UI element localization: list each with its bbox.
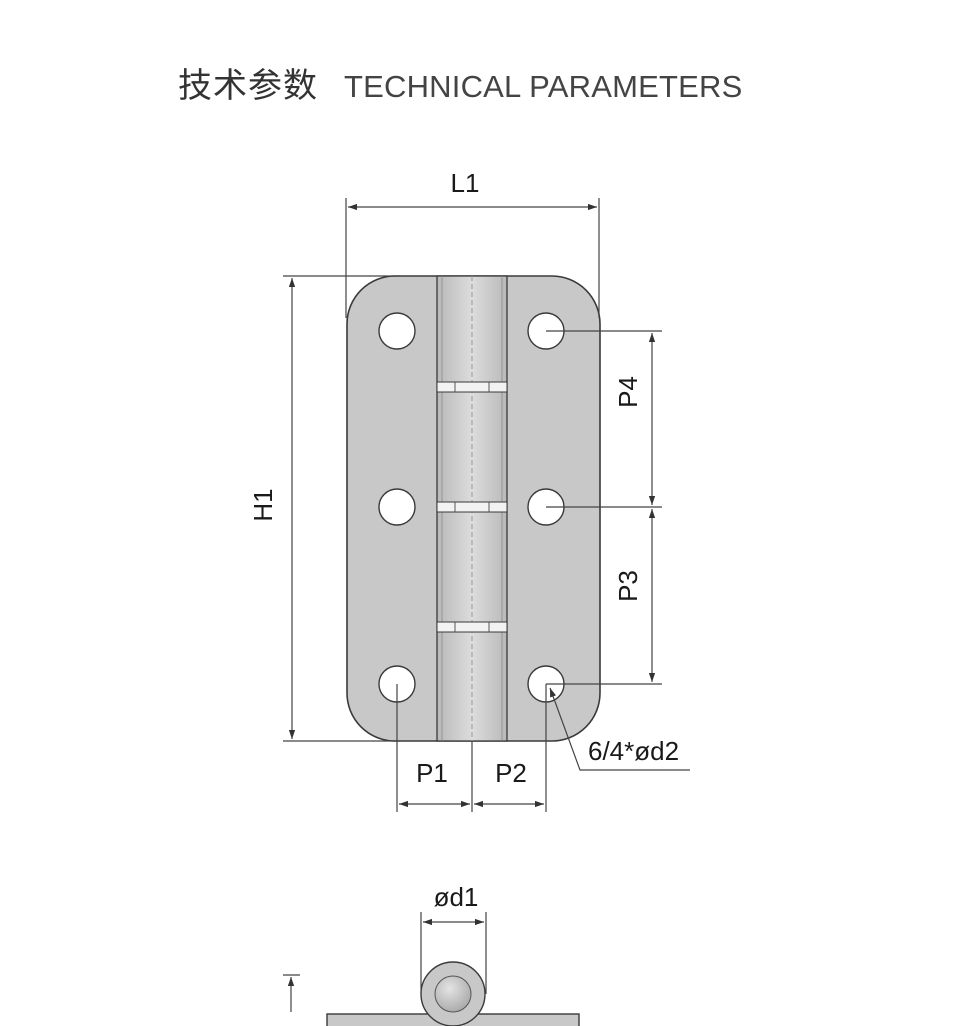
label-p1: P1 bbox=[416, 758, 448, 788]
label-l1: L1 bbox=[451, 168, 480, 198]
knuckle-joint bbox=[436, 501, 508, 513]
label-d1: ød1 bbox=[434, 882, 479, 912]
label-p4: P4 bbox=[613, 376, 643, 408]
dimension-d1 bbox=[283, 912, 487, 1012]
label-p2: P2 bbox=[495, 758, 527, 788]
dimension-p3 bbox=[546, 509, 662, 685]
hole-leader bbox=[549, 687, 690, 771]
heading-english: TECHNICAL PARAMETERS bbox=[344, 69, 743, 104]
label-hole-note: 6/4*ød2 bbox=[588, 736, 679, 766]
label-p3: P3 bbox=[613, 570, 643, 602]
dimension-p4 bbox=[546, 330, 662, 508]
hinge-side-view bbox=[326, 961, 580, 1026]
knuckle-joint bbox=[436, 621, 508, 633]
mounting-hole bbox=[378, 312, 416, 350]
dimension-p1 bbox=[396, 684, 473, 812]
dimension-l1 bbox=[345, 198, 600, 318]
hinge-plate bbox=[346, 275, 601, 742]
mounting-hole bbox=[378, 488, 416, 526]
heading-chinese: 技术参数 bbox=[178, 66, 318, 106]
section-heading: 技术参数 TECHNICAL PARAMETERS bbox=[178, 58, 742, 114]
knuckle-joint bbox=[436, 381, 508, 393]
label-h1: H1 bbox=[248, 488, 278, 521]
dimension-p2 bbox=[474, 684, 547, 812]
dimension-h1 bbox=[283, 275, 400, 742]
